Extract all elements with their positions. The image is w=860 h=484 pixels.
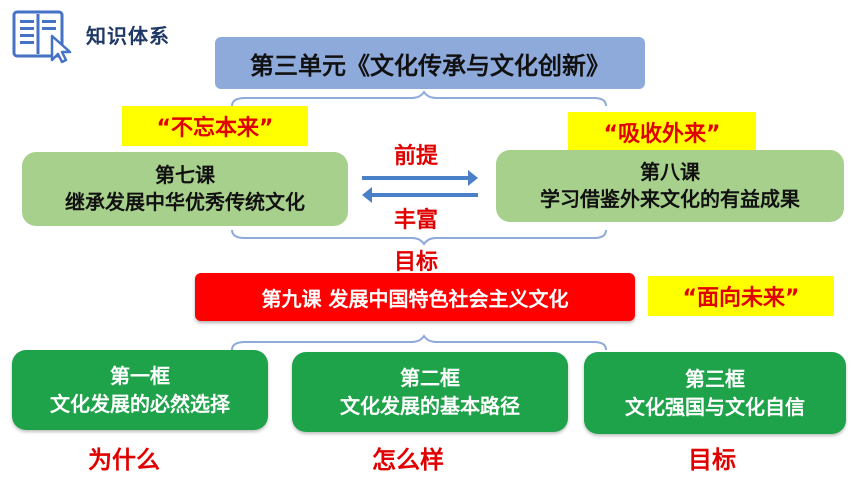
arrow-right (362, 170, 478, 186)
frame-3-title: 文化强国与文化自信 (625, 395, 805, 419)
frame-1-title: 文化发展的必然选择 (50, 392, 230, 416)
lesson-8-number: 第八课 (640, 160, 700, 184)
brace-top (231, 90, 607, 107)
frame-3-number: 第三框 (685, 367, 745, 391)
frame-1-box: 第一框 文化发展的必然选择 (12, 350, 268, 430)
lesson-8-title: 学习借鉴外来文化的有益成果 (540, 187, 800, 211)
frame-2-tag: 怎么样 (372, 446, 444, 474)
label-premise: 前提 (394, 144, 439, 169)
frame-2-title: 文化发展的基本路径 (340, 394, 520, 418)
frame-3-box: 第三框 文化强国与文化自信 (584, 352, 846, 434)
lesson-7-title: 继承发展中华优秀传统文化 (65, 190, 305, 214)
tag-face-future: “面向未来” (648, 276, 834, 316)
frame-3-tag: 目标 (688, 446, 736, 474)
lesson-9-box: 第九课 发展中国特色社会主义文化 (195, 273, 635, 321)
lesson-7-box: 第七课 继承发展中华优秀传统文化 (22, 152, 348, 226)
frame-2-box: 第二框 文化发展的基本路径 (292, 352, 568, 432)
brace-middle (231, 229, 607, 246)
tag-not-forget-origin: “不忘本来” (122, 106, 308, 146)
frame-1-tag: 为什么 (88, 446, 160, 474)
brace-bottom (231, 334, 607, 351)
lesson-8-box: 第八课 学习借鉴外来文化的有益成果 (496, 150, 844, 222)
lesson-7-number: 第七课 (155, 163, 215, 187)
label-enrich: 丰富 (394, 208, 439, 233)
frame-1-number: 第一框 (110, 364, 170, 388)
tag-absorb-foreign: “吸收外来” (568, 112, 756, 152)
book-cursor-icon (12, 8, 76, 64)
frame-2-number: 第二框 (400, 366, 460, 390)
section-title: 知识体系 (86, 24, 170, 48)
label-goal: 目标 (394, 250, 439, 275)
arrow-left (362, 187, 478, 203)
unit-title-box: 第三单元《文化传承与文化创新》 (215, 37, 645, 89)
